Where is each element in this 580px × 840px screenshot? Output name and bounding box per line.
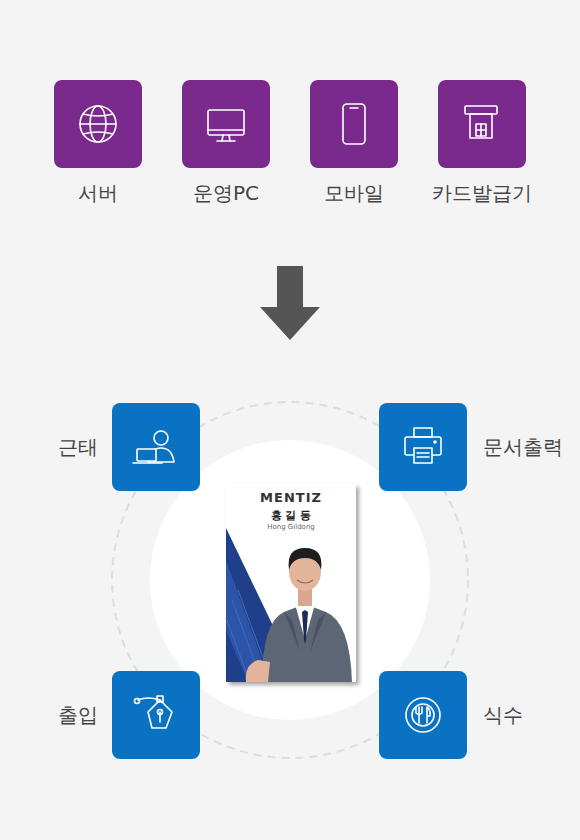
id-card: MENTIZ 홍 길 동Hong Gildong (226, 484, 356, 682)
node-label: 카드발급기 (432, 181, 532, 205)
node-label: 근태 (58, 435, 98, 459)
source-tile: 서버 (54, 80, 142, 168)
node-label: 운영PC (193, 181, 259, 205)
orbit-circles (112, 402, 468, 758)
service-tile: 출입 (112, 671, 200, 759)
source-tile: 모바일 (310, 80, 398, 168)
node-label: 문서출력 (483, 435, 563, 459)
service-tile: 문서출력 (379, 403, 467, 491)
source-tile: 카드발급기 (438, 80, 526, 168)
card-text: Hong Gildong (267, 523, 315, 532)
node-label: 식수 (483, 703, 523, 727)
down-arrow (260, 266, 320, 340)
node-label: 출입 (58, 703, 98, 727)
node-label: 모바일 (324, 181, 384, 205)
card-text: 홍 길 동 (271, 509, 312, 523)
card-text: MENTIZ (260, 490, 322, 506)
source-tile: 운영PC (182, 80, 270, 168)
node-label: 서버 (78, 181, 118, 205)
service-tile: 근태 (112, 403, 200, 491)
service-tile: 식수 (379, 671, 467, 759)
